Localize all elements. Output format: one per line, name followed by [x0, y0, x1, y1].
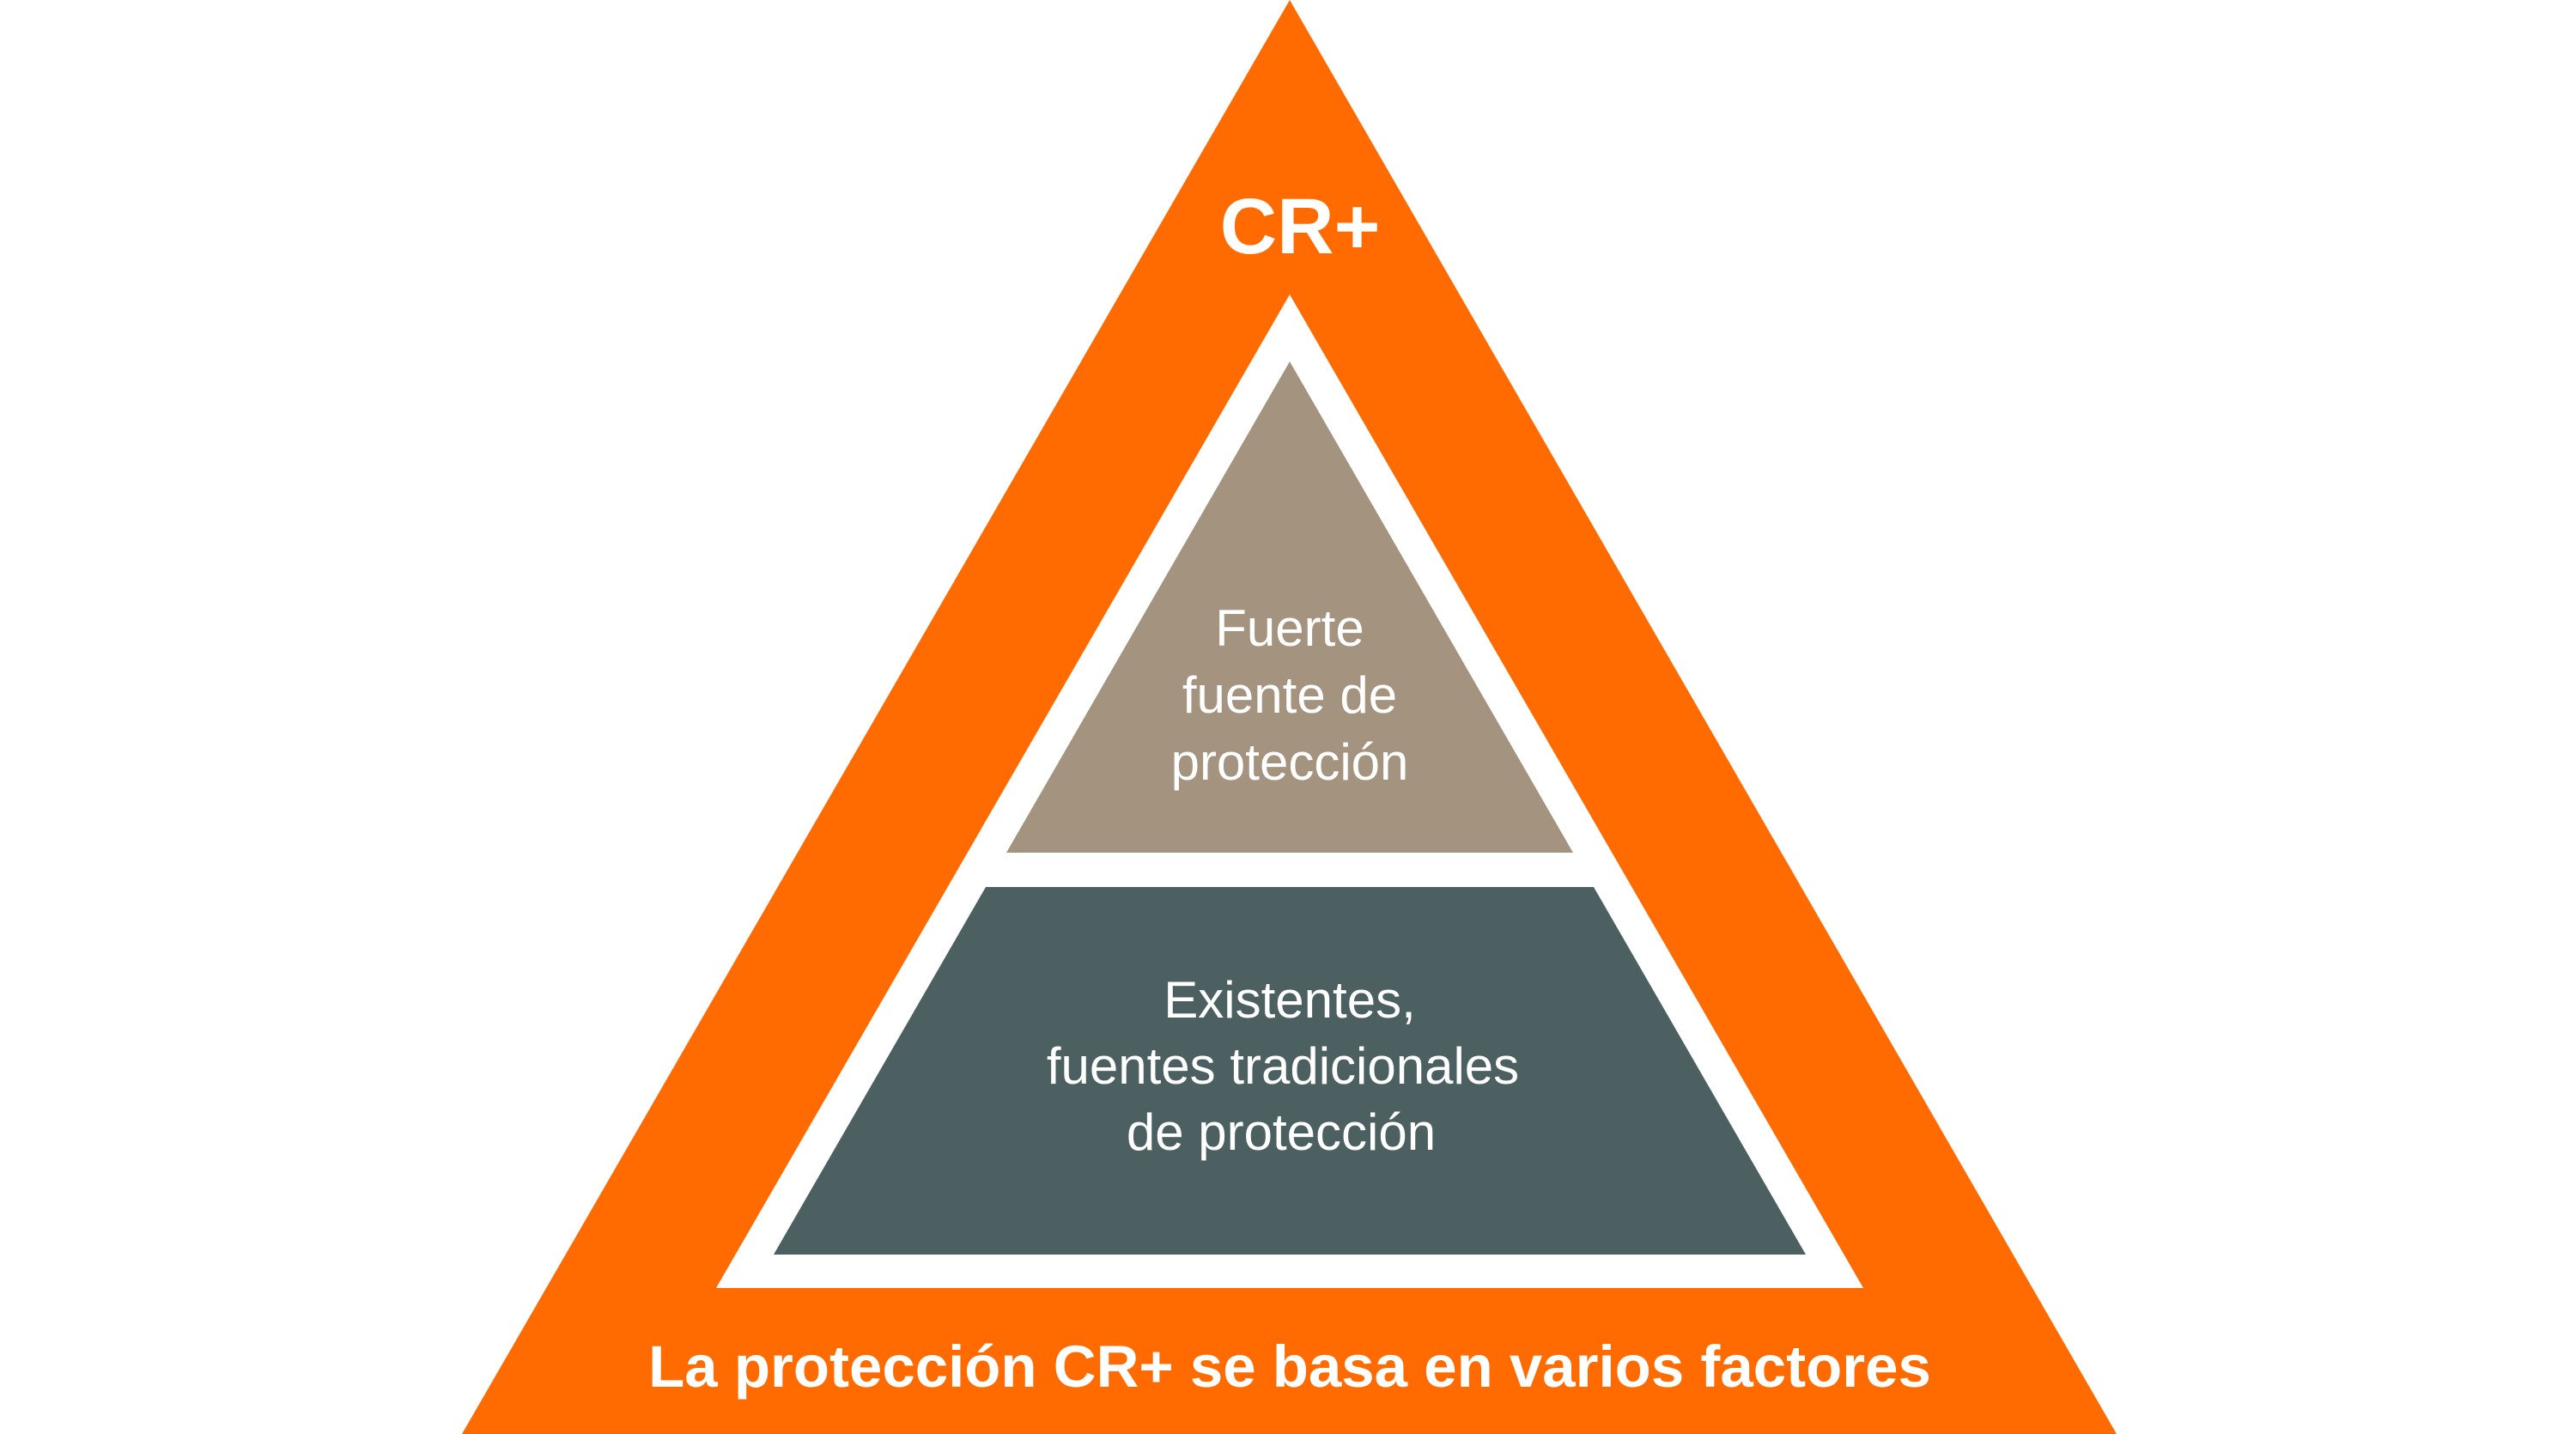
bottom-tier-trapezoid: [774, 887, 1806, 1255]
bottom-label: La protección CR+ se basa en varios fact…: [648, 1334, 1931, 1400]
top-tier-line-1: Fuerte: [1215, 599, 1364, 657]
bottom-tier-line-3: de protección: [1127, 1103, 1436, 1161]
top-tier-triangle: [1006, 362, 1573, 853]
top-tier-line-2: fuente de: [1182, 666, 1397, 724]
bottom-tier-line-2: fuentes tradicionales: [1047, 1037, 1519, 1095]
top-tier-line-3: protección: [1171, 733, 1409, 791]
top-label: CR+: [1220, 183, 1381, 270]
bottom-tier-line-1: Existentes,: [1163, 971, 1415, 1029]
